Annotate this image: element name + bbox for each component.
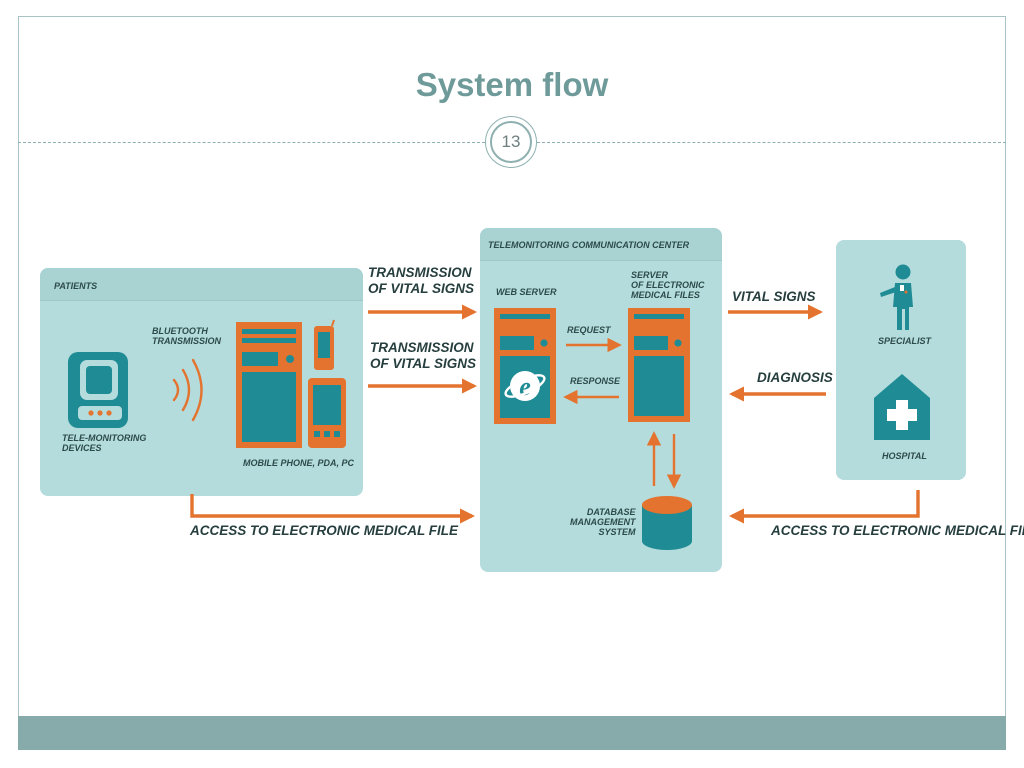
transmission-label-1: TRANSMISSION OF VITAL SIGNS xyxy=(368,265,475,296)
pc-tower-icon xyxy=(236,322,302,448)
vital-signs-label: VITAL SIGNS xyxy=(732,289,816,304)
mobile-label: MOBILE PHONE, PDA, PC xyxy=(243,458,355,468)
access-arrow-right xyxy=(728,490,920,524)
database-label: DATABASE MANAGEMENT SYSTEM xyxy=(570,507,636,537)
telemonitoring-device-icon xyxy=(68,352,128,428)
transmission-label-2: TRANSMISSION OF VITAL SIGNS xyxy=(370,340,477,371)
bluetooth-waves-icon xyxy=(172,358,203,422)
footer-bar xyxy=(18,716,1006,750)
specialist-label: SPECIALIST xyxy=(878,336,932,346)
browser-logo-icon: e xyxy=(504,371,546,401)
web-server-icon xyxy=(494,308,556,424)
slide-title: System flow xyxy=(415,66,609,103)
patients-heading: PATIENTS xyxy=(54,281,98,291)
access-label-left: ACCESS TO ELECTRONIC MEDICAL FILE xyxy=(190,523,459,538)
access-arrow-left xyxy=(190,494,476,524)
title-divider-left xyxy=(18,142,485,143)
slide-number-badge: 13 xyxy=(485,116,537,168)
response-label: RESPONSE xyxy=(570,376,621,386)
specialist-icon xyxy=(880,264,913,330)
svg-text:e: e xyxy=(519,372,531,401)
mobile-phone-icon xyxy=(308,378,346,448)
patients-panel-header xyxy=(40,268,363,301)
database-icon xyxy=(642,496,692,550)
emf-server-icon xyxy=(628,308,690,422)
bluetooth-label: BLUETOOTH TRANSMISSION xyxy=(152,326,222,346)
devices-label: TELE-MONITORING DEVICES xyxy=(62,433,147,453)
emf-server-label: SERVER OF ELECTRONIC MEDICAL FILES xyxy=(631,270,705,300)
diagnosis-label: DIAGNOSIS xyxy=(757,370,833,385)
slide-number: 13 xyxy=(490,121,532,163)
hospital-label: HOSPITAL xyxy=(882,451,927,461)
pda-icon xyxy=(314,319,335,370)
center-panel-header xyxy=(480,228,722,261)
hospital-icon xyxy=(874,374,930,440)
title-divider-right xyxy=(537,142,1006,143)
web-server-label: WEB SERVER xyxy=(496,287,557,297)
access-label-right: ACCESS TO ELECTRONIC MEDICAL FILE xyxy=(771,523,1024,538)
request-label: REQUEST xyxy=(567,325,611,335)
center-heading: TELEMONITORING COMMUNICATION CENTER xyxy=(488,240,690,250)
